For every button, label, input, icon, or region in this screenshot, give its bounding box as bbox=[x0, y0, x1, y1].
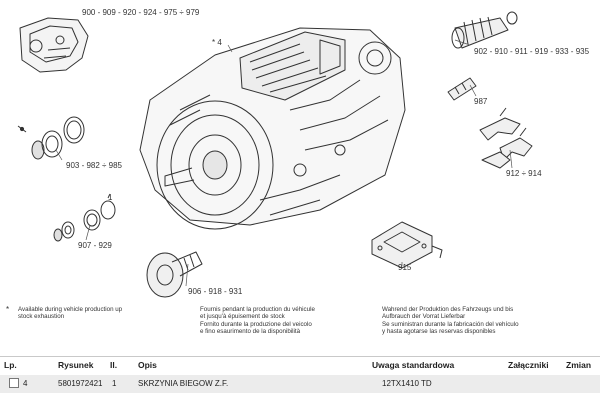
table-row[interactable]: 4 5801972421 1 SKRZYNIA BIEGOW Z.F. 12TX… bbox=[0, 375, 600, 393]
callout-907: 907 - 929 bbox=[78, 241, 112, 250]
note-line: stock exhaustion bbox=[18, 313, 65, 321]
note-line: e fino esaurimento de la disponibilità bbox=[200, 328, 301, 336]
callout-906: 906 - 918 - 931 bbox=[188, 287, 243, 296]
callout-912: 912 ÷ 914 bbox=[506, 169, 542, 178]
note-line: Aufbrauch der Vorrat Lieferbar bbox=[382, 313, 466, 321]
exploded-parts-diagram: 900 - 909 - 920 - 924 - 975 ÷ 979 * 4 90… bbox=[17, 8, 590, 298]
callout-1: 1 bbox=[108, 193, 113, 202]
part-shift-forks bbox=[479, 107, 533, 169]
row-opis: SKRZYNIA BIEGOW Z.F. bbox=[138, 379, 229, 388]
note-asterisk: * bbox=[6, 305, 10, 314]
header-zalaczniki: Załączniki bbox=[508, 360, 549, 370]
table-separator bbox=[0, 356, 600, 357]
note-line: Available during vehicle production up bbox=[18, 306, 123, 313]
callout-900: 900 - 909 - 920 - 924 - 975 ÷ 979 bbox=[82, 8, 200, 17]
part-pin-987 bbox=[447, 77, 477, 101]
note-line: Wahrend der Produktion des Fahrzeugs und… bbox=[382, 306, 514, 313]
header-uwaga: Uwaga standardowa bbox=[372, 360, 455, 370]
note-line: et jusqu'à épuisement de stock bbox=[200, 313, 285, 321]
callout-987: 987 bbox=[474, 97, 488, 106]
parts-table-header: Lp. Rysunek Il. Opis Uwaga standardowa Z… bbox=[0, 360, 600, 374]
note-english: Available during vehicle production up s… bbox=[18, 306, 122, 321]
header-rysunek: Rysunek bbox=[58, 360, 94, 370]
callout-915: 915 bbox=[398, 263, 412, 272]
header-il: Il. bbox=[110, 360, 118, 370]
part-shaft-top-right bbox=[451, 11, 518, 49]
note-line: Fournis pendant la production du véhicul… bbox=[200, 306, 315, 313]
row-lp: 4 bbox=[23, 379, 28, 388]
part-rings-903 bbox=[17, 116, 85, 160]
note-line: y hasta agotarse las reservas disponible… bbox=[382, 328, 496, 336]
note-line: Fornito durante la produzione del veicol… bbox=[200, 320, 312, 328]
part-small-gearbox bbox=[19, 17, 89, 73]
note-german-spanish: Wahrend der Produktion des Fahrzeugs und… bbox=[382, 306, 519, 336]
row-rysunek: 5801972421 bbox=[58, 379, 103, 388]
row-uwaga: 12TX1410 TD bbox=[382, 379, 432, 388]
row-il: 1 bbox=[112, 379, 117, 388]
header-zmian: Zmian bbox=[566, 360, 592, 370]
note-french-italian: Fournis pendant la production du véhicul… bbox=[200, 306, 315, 336]
part-main-transmission bbox=[139, 27, 406, 230]
header-opis: Opis bbox=[138, 360, 157, 370]
note-line: Se suministran durante la fabricación de… bbox=[382, 320, 519, 328]
availability-notes: * Available during vehicle production up… bbox=[0, 305, 600, 356]
callout-902: 902 - 910 - 911 - 919 - 933 - 935 bbox=[474, 47, 590, 56]
row-checkbox[interactable] bbox=[9, 378, 19, 388]
part-flange-906 bbox=[146, 251, 203, 298]
part-rings-907 bbox=[53, 193, 116, 242]
callout-903: 903 - 982 ÷ 985 bbox=[66, 161, 123, 170]
callout-4: * 4 bbox=[212, 38, 222, 47]
header-lp: Lp. bbox=[4, 360, 17, 370]
part-bracket-915 bbox=[371, 221, 443, 269]
